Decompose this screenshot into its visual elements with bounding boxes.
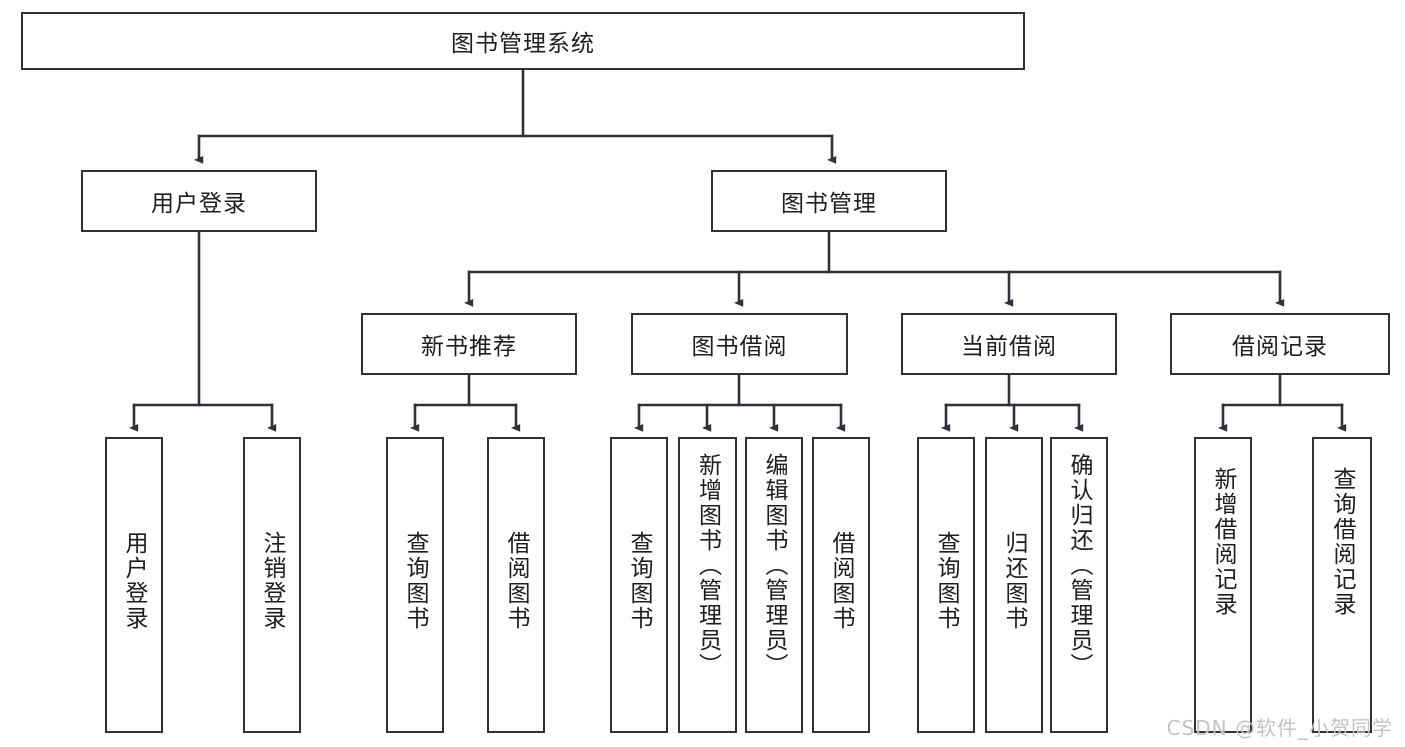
node-book-borrow-label: 图书借阅 <box>691 334 788 360</box>
node-book-management[interactable]: 图书管理 <box>711 170 947 232</box>
leaf-query-borrow-record[interactable]: 查询借阅记录 <box>1312 437 1372 733</box>
leaf-confirm-return-admin-label: 确认归还（管理员） <box>1066 453 1093 678</box>
leaf-borrow-book-rec-label: 借阅图书 <box>503 531 530 631</box>
node-book-management-label: 图书管理 <box>781 191 877 217</box>
leaf-query-book-rec[interactable]: 查询图书 <box>386 437 444 733</box>
leaf-add-borrow-record-label: 新增借阅记录 <box>1210 467 1237 617</box>
node-user-login-label: 用户登录 <box>151 191 247 217</box>
node-root[interactable]: 图书管理系统 <box>21 12 1025 70</box>
leaf-return-book-label: 归还图书 <box>1001 531 1028 631</box>
leaf-query-book-borrow-label: 查询图书 <box>626 531 653 631</box>
node-user-login[interactable]: 用户登录 <box>81 170 317 232</box>
leaf-borrow-book-rec[interactable]: 借阅图书 <box>487 437 545 733</box>
node-new-book-recommend-label: 新书推荐 <box>421 334 517 360</box>
node-current-borrow[interactable]: 当前借阅 <box>901 313 1117 375</box>
leaf-query-book-borrow[interactable]: 查询图书 <box>610 437 668 733</box>
leaf-return-book[interactable]: 归还图书 <box>985 437 1043 733</box>
node-book-borrow[interactable]: 图书借阅 <box>631 313 848 375</box>
watermark: CSDN @软件_小贺同学 <box>1166 716 1393 740</box>
leaf-edit-book-admin[interactable]: 编辑图书（管理员） <box>745 437 803 733</box>
leaf-add-book-admin[interactable]: 新增图书（管理员） <box>678 437 737 733</box>
leaf-user-login-label: 用户登录 <box>121 531 148 631</box>
leaf-query-borrow-record-label: 查询借阅记录 <box>1329 467 1356 617</box>
leaf-query-book-current[interactable]: 查询图书 <box>917 437 975 733</box>
leaf-borrow-book-label: 借阅图书 <box>828 531 855 631</box>
leaf-add-book-admin-label: 新增图书（管理员） <box>694 453 721 678</box>
leaf-logout-label: 注销登录 <box>259 531 286 631</box>
leaf-confirm-return-admin[interactable]: 确认归还（管理员） <box>1050 437 1108 733</box>
leaf-borrow-book[interactable]: 借阅图书 <box>812 437 870 733</box>
node-borrow-record[interactable]: 借阅记录 <box>1170 313 1390 375</box>
node-current-borrow-label: 当前借阅 <box>961 334 1057 360</box>
leaf-logout[interactable]: 注销登录 <box>243 437 301 733</box>
node-root-label: 图书管理系统 <box>451 31 595 57</box>
node-new-book-recommend[interactable]: 新书推荐 <box>361 313 577 375</box>
node-borrow-record-label: 借阅记录 <box>1232 334 1328 360</box>
leaf-user-login[interactable]: 用户登录 <box>105 437 163 733</box>
leaf-add-borrow-record[interactable]: 新增借阅记录 <box>1194 437 1252 733</box>
leaf-edit-book-admin-label: 编辑图书（管理员） <box>761 453 788 678</box>
leaf-query-book-current-label: 查询图书 <box>933 531 960 631</box>
leaf-query-book-rec-label: 查询图书 <box>402 531 429 631</box>
